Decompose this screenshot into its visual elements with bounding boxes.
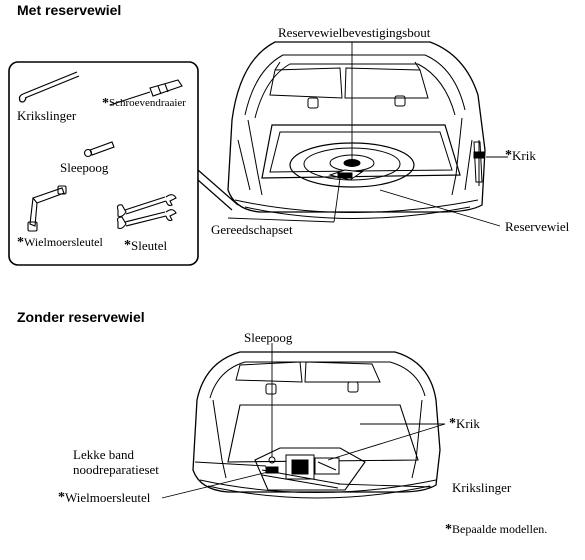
footnote: *Bepaalde modellen.: [445, 522, 548, 537]
spanner-icon: [118, 195, 177, 229]
car-without-spare-illustration: [193, 352, 440, 498]
label-spanner: *Sleutel: [124, 238, 168, 253]
asterisk-marker: *: [449, 416, 456, 431]
car-with-spare-illustration: [228, 42, 485, 219]
label-tire-repair-kit-line2: noodreparatieset: [73, 462, 159, 477]
label-tool-set: Gereedschapset: [211, 222, 293, 237]
leader-lines-top: [228, 42, 508, 226]
label-jack: *Krik: [505, 148, 536, 163]
asterisk-marker: *: [58, 490, 65, 505]
jack-handle-icon: [19, 72, 79, 102]
label-jack-handle: Krikslinger: [17, 108, 77, 123]
leader-lines-bottom: [162, 343, 445, 498]
wheel-nut-wrench-icon: [28, 186, 66, 231]
tools-inset-frame: [9, 62, 198, 265]
label-tow-eye: Sleepoog: [60, 160, 109, 175]
asterisk-marker: *: [505, 148, 512, 163]
label-jack-handle-bottom: Krikslinger: [452, 480, 512, 495]
screwdriver-icon: [110, 80, 182, 105]
tow-eye-icon: [85, 142, 115, 157]
section-heading-with-spare: Met reservewiel: [17, 2, 122, 18]
asterisk-marker: *: [124, 238, 131, 253]
asterisk-marker: *: [17, 235, 24, 250]
label-tow-eye-bottom: Sleepoog: [244, 330, 293, 345]
label-jack-bottom: *Krik: [449, 416, 480, 431]
section-heading-without-spare: Zonder reservewiel: [17, 309, 145, 325]
label-wheel-nut-wrench-bottom: *Wielmoersleutel: [58, 490, 151, 505]
label-spare-wheel: Reservewiel: [505, 219, 570, 234]
label-screwdriver: *Schroevendraaier: [102, 96, 186, 111]
asterisk-marker: *: [445, 522, 452, 537]
label-spare-wheel-bolt: Reservewielbevestigingsbout: [278, 25, 431, 40]
label-wheel-nut-wrench: *Wielmoersleutel: [17, 235, 103, 250]
asterisk-marker: *: [102, 96, 109, 111]
label-tire-repair-kit-line1: Lekke band: [73, 447, 135, 462]
